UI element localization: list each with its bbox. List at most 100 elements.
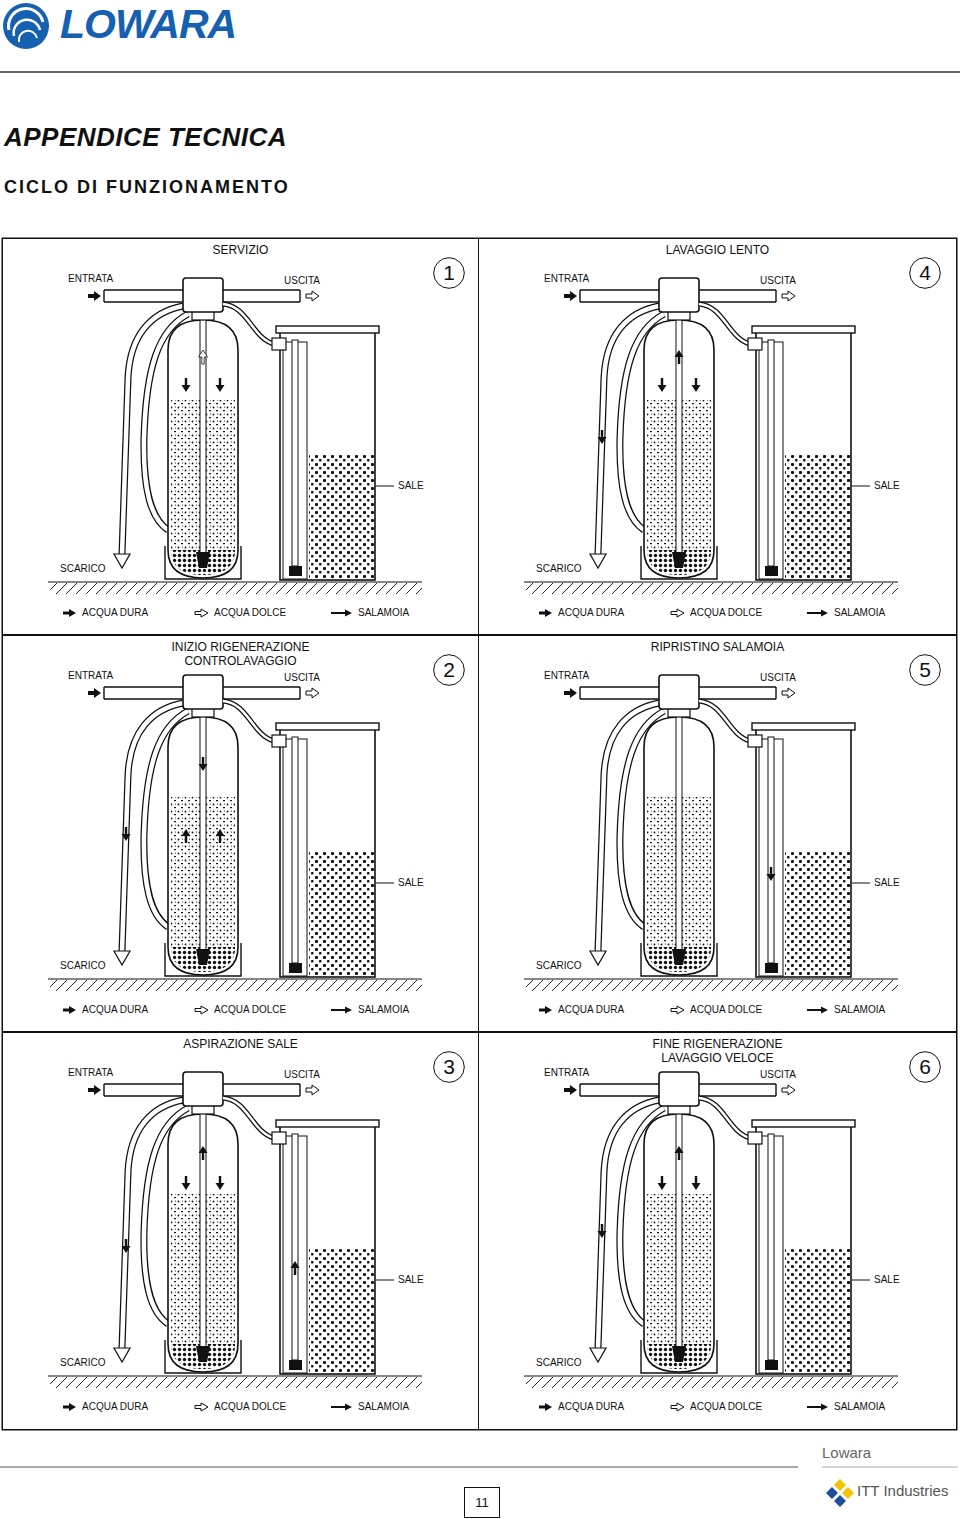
footer-rule bbox=[822, 1467, 958, 1468]
step-circle-outline bbox=[910, 1052, 941, 1083]
inlet-label: ENTRATA bbox=[544, 670, 589, 682]
legend-arrow bbox=[807, 1007, 828, 1014]
flow-arrow bbox=[122, 827, 131, 841]
flow-arrow bbox=[692, 378, 701, 392]
legend-item: ACQUA DURA bbox=[62, 1004, 148, 1016]
step-number: 1 bbox=[433, 257, 465, 289]
step-heading: RIPRISTINO SALAMOIA bbox=[651, 640, 784, 654]
legend-text: SALAMOIA bbox=[834, 1004, 885, 1016]
softener-illustration bbox=[524, 278, 898, 594]
step-heading: INIZIO RIGENERAZIONE CONTROLAVAGGIO bbox=[155, 640, 327, 668]
brand-logo: LOWARA bbox=[60, 0, 236, 49]
legend-item: SALAMOIA bbox=[330, 607, 409, 619]
flow-arrows bbox=[767, 867, 776, 881]
legend-text: ACQUA DURA bbox=[558, 1401, 624, 1413]
legend-item: SALAMOIA bbox=[330, 1401, 409, 1413]
legend-arrow bbox=[670, 1005, 686, 1015]
legend-arrow bbox=[330, 1005, 354, 1015]
legend-arrow bbox=[63, 609, 76, 617]
step-number: 4 bbox=[909, 257, 941, 289]
flow-arrow bbox=[199, 757, 208, 771]
cycle-panel: FINE RIGENERAZIONE LAVAGGIO VELOCE 6 bbox=[478, 1032, 957, 1430]
legend-item: SALAMOIA bbox=[806, 1401, 885, 1413]
softener-illustration bbox=[524, 675, 898, 991]
itt-logo bbox=[842, 1487, 854, 1499]
legend-arrow bbox=[194, 608, 210, 618]
itt-logo bbox=[826, 1487, 838, 1499]
step-circle-outline bbox=[434, 1052, 465, 1083]
legend-text: SALAMOIA bbox=[834, 1401, 885, 1413]
legend-arrow bbox=[330, 608, 354, 618]
flow-arrow bbox=[216, 829, 225, 843]
legend-item: ACQUA DOLCE bbox=[194, 607, 286, 619]
legend-text: ACQUA DOLCE bbox=[214, 1004, 286, 1016]
legend-item: ACQUA DURA bbox=[538, 607, 624, 619]
legend-arrow bbox=[331, 1007, 352, 1014]
legend-arrow bbox=[195, 1006, 208, 1014]
outlet-label: USCITA bbox=[760, 672, 796, 684]
flow-arrow bbox=[675, 1146, 684, 1160]
outlet-label: USCITA bbox=[284, 672, 320, 684]
legend-arrow bbox=[195, 1403, 208, 1411]
flow-arrows bbox=[598, 1146, 701, 1238]
legend-item: SALAMOIA bbox=[806, 607, 885, 619]
outlet-label: USCITA bbox=[284, 1069, 320, 1081]
legend-arrow bbox=[330, 1402, 354, 1412]
flow-arrow bbox=[598, 430, 607, 444]
legend-arrow bbox=[62, 1005, 78, 1015]
step-circle: 6 bbox=[909, 1051, 941, 1083]
legend-arrow bbox=[807, 1404, 828, 1411]
legend-arrow bbox=[538, 1402, 554, 1412]
legend-arrow bbox=[671, 1403, 684, 1411]
legend-text: ACQUA DURA bbox=[82, 607, 148, 619]
cycle-panel: ASPIRAZIONE SALE3 bbox=[2, 1032, 479, 1430]
drain-label: SCARICO bbox=[60, 563, 106, 575]
salt-label: SALE bbox=[874, 1274, 900, 1286]
flow-arrow bbox=[658, 378, 667, 392]
legend-text: SALAMOIA bbox=[358, 1004, 409, 1016]
salt-label: SALE bbox=[874, 877, 900, 889]
flow-arrow bbox=[692, 1176, 701, 1190]
step-number: 2 bbox=[433, 654, 465, 686]
legend-text: SALAMOIA bbox=[358, 607, 409, 619]
step-heading: LAVAGGIO LENTO bbox=[666, 243, 769, 257]
legend-item: SALAMOIA bbox=[330, 1004, 409, 1016]
legend-text: ACQUA DOLCE bbox=[690, 607, 762, 619]
page-title: APPENDICE TECNICA bbox=[4, 122, 287, 153]
outlet-label: USCITA bbox=[284, 275, 320, 287]
legend-item: ACQUA DOLCE bbox=[670, 1004, 762, 1016]
legend-arrow bbox=[539, 609, 552, 617]
drain-label: SCARICO bbox=[536, 960, 582, 972]
logo-mark bbox=[3, 3, 49, 49]
legend-text: ACQUA DOLCE bbox=[214, 1401, 286, 1413]
legend-arrow bbox=[539, 1403, 552, 1411]
legend-arrow bbox=[538, 608, 554, 618]
inlet-label: ENTRATA bbox=[68, 1067, 113, 1079]
flow-arrow bbox=[199, 350, 208, 364]
softener-illustration bbox=[48, 675, 422, 991]
outlet-label: USCITA bbox=[760, 275, 796, 287]
softener-illustration bbox=[524, 1072, 898, 1388]
legend-arrow bbox=[194, 1402, 210, 1412]
legend-item: ACQUA DOLCE bbox=[670, 1401, 762, 1413]
step-heading: FINE RIGENERAZIONE LAVAGGIO VELOCE bbox=[632, 1037, 804, 1065]
inlet-label: ENTRATA bbox=[68, 273, 113, 285]
flow-arrow bbox=[291, 1261, 300, 1275]
legend-arrow bbox=[670, 608, 686, 618]
flow-arrows bbox=[122, 757, 225, 843]
logo-swirl bbox=[19, 31, 37, 42]
drain-label: SCARICO bbox=[60, 960, 106, 972]
cycle-panel: RIPRISTINO SALAMOIA 5 bbox=[478, 635, 957, 1032]
step-number: 6 bbox=[909, 1051, 941, 1083]
legend-arrow bbox=[331, 1404, 352, 1411]
step-circle: 4 bbox=[909, 257, 941, 289]
salt-label: SALE bbox=[874, 480, 900, 492]
legend-arrow bbox=[63, 1006, 76, 1014]
step-circle-outline bbox=[910, 258, 941, 289]
step-heading: SERVIZIO bbox=[213, 243, 269, 257]
step-circle: 5 bbox=[909, 654, 941, 686]
legend-arrow bbox=[806, 1005, 830, 1015]
flow-arrows bbox=[182, 350, 225, 392]
